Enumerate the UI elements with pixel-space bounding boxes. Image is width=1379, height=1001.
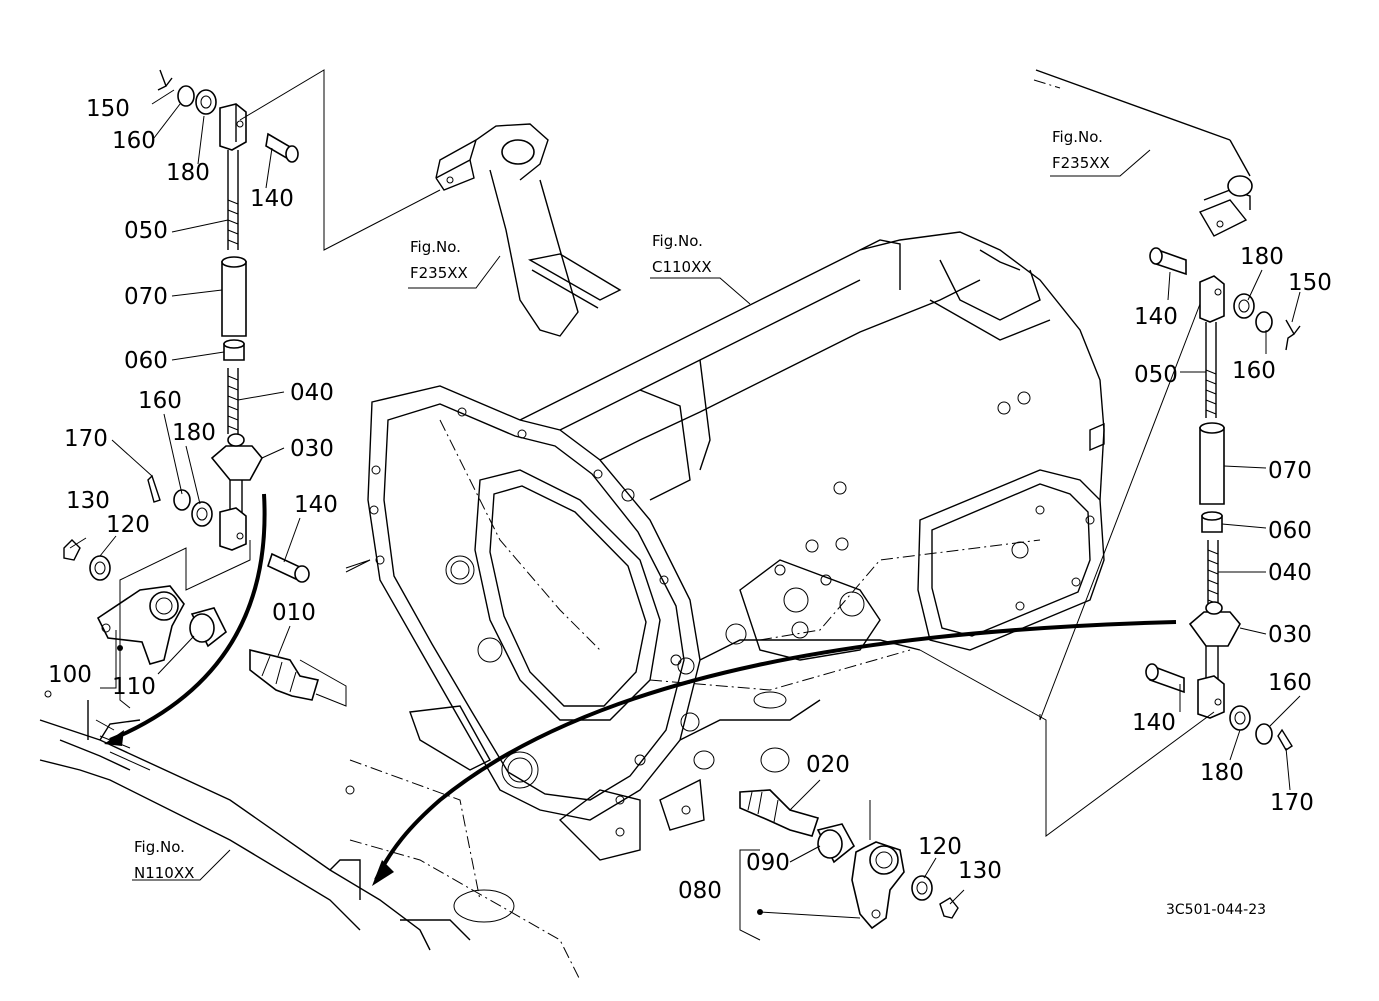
fig-ref-code: F235XX bbox=[410, 264, 468, 282]
fig-ref-prefix: Fig.No. bbox=[1052, 128, 1103, 146]
part-label-070: 070 bbox=[1268, 458, 1312, 484]
fig-ref-n110: Fig.No. N110XX bbox=[134, 838, 194, 882]
part-label-170: 170 bbox=[64, 426, 108, 452]
part-label-070: 070 bbox=[124, 284, 168, 310]
part-label-090: 090 bbox=[746, 850, 790, 876]
frame-n110 bbox=[39, 690, 515, 951]
bottom-part-labels: 020 090 080 120 130 bbox=[678, 752, 1002, 904]
fig-ref-code: N110XX bbox=[134, 864, 194, 882]
part-label-050: 050 bbox=[124, 218, 168, 244]
fig-ref-prefix: Fig.No. bbox=[652, 232, 703, 250]
part-label-010: 010 bbox=[272, 600, 316, 626]
part-label-180: 180 bbox=[172, 420, 216, 446]
fig-ref-prefix: Fig.No. bbox=[134, 838, 185, 856]
fig-ref-code: F235XX bbox=[1052, 154, 1110, 172]
fig-ref-c110: Fig.No. C110XX bbox=[652, 232, 712, 276]
brake-pedal-left bbox=[435, 123, 622, 337]
part-label-150: 150 bbox=[1288, 270, 1332, 296]
part-label-080: 080 bbox=[678, 878, 722, 904]
part-label-170: 170 bbox=[1270, 790, 1314, 816]
reference-lines bbox=[349, 79, 1061, 981]
right-part-labels: 180 150 140 160 050 070 060 040 030 160 … bbox=[1132, 244, 1332, 816]
part-label-110: 110 bbox=[112, 674, 156, 700]
part-label-030: 030 bbox=[1268, 622, 1312, 648]
part-label-130: 130 bbox=[958, 858, 1002, 884]
part-label-160: 160 bbox=[138, 388, 182, 414]
part-label-180: 180 bbox=[1240, 244, 1284, 270]
part-label-120: 120 bbox=[106, 512, 150, 538]
part-label-020: 020 bbox=[806, 752, 850, 778]
part-label-140: 140 bbox=[250, 186, 294, 212]
brake-pedal-right bbox=[1035, 69, 1253, 237]
right-rod-assembly bbox=[1145, 247, 1301, 751]
part-label-040: 040 bbox=[1268, 560, 1312, 586]
part-label-120: 120 bbox=[918, 834, 962, 860]
part-label-140: 140 bbox=[1132, 710, 1176, 736]
transmission-housing bbox=[367, 231, 1105, 861]
fig-ref-f235-right: Fig.No. F235XX bbox=[1052, 128, 1110, 172]
part-label-160: 160 bbox=[112, 128, 156, 154]
routing-arrows bbox=[104, 493, 1177, 886]
part-label-060: 060 bbox=[124, 348, 168, 374]
leader-lines bbox=[69, 69, 1301, 941]
fig-ref-f235-left: Fig.No. F235XX bbox=[410, 238, 468, 282]
part-label-160: 160 bbox=[1232, 358, 1276, 384]
part-label-050: 050 bbox=[1134, 362, 1178, 388]
part-label-060: 060 bbox=[1268, 518, 1312, 544]
fig-ref-code: C110XX bbox=[652, 258, 712, 276]
part-label-100: 100 bbox=[48, 662, 92, 688]
part-label-180: 180 bbox=[166, 160, 210, 186]
part-label-030: 030 bbox=[290, 436, 334, 462]
part-label-180: 180 bbox=[1200, 760, 1244, 786]
part-label-140: 140 bbox=[294, 492, 338, 518]
part-label-160: 160 bbox=[1268, 670, 1312, 696]
drawing-code: 3C501-044-23 bbox=[1166, 902, 1266, 918]
part-label-040: 040 bbox=[290, 380, 334, 406]
bottom-right-parts bbox=[739, 789, 959, 930]
part-label-150: 150 bbox=[86, 96, 130, 122]
left-part-labels: 150 160 180 140 050 070 060 040 030 160 … bbox=[48, 96, 338, 700]
part-label-130: 130 bbox=[66, 488, 110, 514]
fig-ref-prefix: Fig.No. bbox=[410, 238, 461, 256]
part-label-140: 140 bbox=[1134, 304, 1178, 330]
